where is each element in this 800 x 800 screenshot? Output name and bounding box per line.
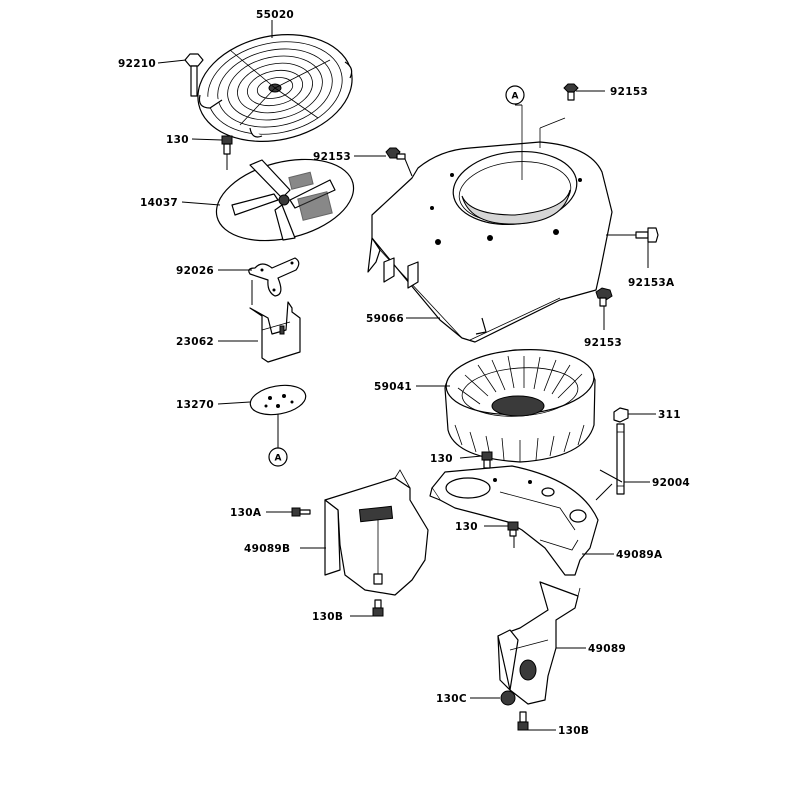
- bolt-92153A[interactable]: [635, 227, 659, 243]
- label-13270: 13270: [176, 399, 214, 411]
- label-130B-right: 130B: [558, 725, 589, 737]
- label-14037: 14037: [140, 197, 178, 209]
- cooling-fan-59041[interactable]: [444, 345, 596, 463]
- bracket-23062[interactable]: [249, 301, 301, 363]
- fan-housing-59066[interactable]: [367, 105, 613, 343]
- label-92004: 92004: [652, 477, 690, 489]
- bolt-130B-right[interactable]: [517, 711, 529, 731]
- ref-letter-bottom: A: [275, 454, 282, 464]
- label-23062: 23062: [176, 336, 214, 348]
- label-49089A: 49089A: [616, 549, 663, 561]
- bolt-130-mid[interactable]: [481, 451, 493, 469]
- fan-plate-14037[interactable]: [208, 146, 362, 254]
- label-130C: 130C: [436, 693, 467, 705]
- label-311: 311: [658, 409, 681, 421]
- label-92153A: 92153A: [628, 277, 675, 289]
- label-130-mid: 130: [430, 453, 453, 465]
- label-92210: 92210: [118, 58, 156, 70]
- baffle-49089[interactable]: [497, 581, 581, 705]
- label-130-lower: 130: [455, 521, 478, 533]
- label-130-top: 130: [166, 134, 189, 146]
- label-49089: 49089: [588, 643, 626, 655]
- bolt-130C[interactable]: [500, 690, 516, 706]
- bolt-92153-left[interactable]: [385, 147, 406, 160]
- label-92153-left: 92153: [313, 151, 351, 163]
- fan-blades: [457, 355, 583, 405]
- bolt-92210[interactable]: [184, 53, 204, 97]
- label-130A: 130A: [230, 507, 262, 519]
- plate-92026[interactable]: [248, 257, 300, 297]
- label-130B-left: 130B: [312, 611, 343, 623]
- bolt-130B-left[interactable]: [372, 599, 384, 617]
- ref-circle-bottom: A: [268, 447, 288, 467]
- fan-guard-55020[interactable]: [188, 21, 362, 155]
- label-59041: 59041: [374, 381, 412, 393]
- label-92153-right: 92153: [584, 337, 622, 349]
- fan-mesh: [288, 171, 333, 221]
- ref-letter-top: A: [512, 92, 519, 102]
- bolt-130-lower[interactable]: [507, 521, 519, 537]
- nut-311[interactable]: [613, 407, 629, 423]
- bolt-130-top[interactable]: [221, 135, 233, 155]
- label-92153-top: 92153: [610, 86, 648, 98]
- leader-lines: [157, 20, 656, 731]
- plate-13270[interactable]: [248, 381, 308, 418]
- baffle-49089B[interactable]: [324, 469, 429, 596]
- bolt-130A[interactable]: [291, 507, 311, 517]
- fan-fins: [454, 424, 585, 462]
- label-55020: 55020: [256, 9, 294, 21]
- part-labels: 55020 92210 130 14037 92026 23062 13270 …: [118, 9, 690, 737]
- label-49089B: 49089B: [244, 543, 290, 555]
- ref-circle-top: A: [505, 85, 525, 105]
- label-92026: 92026: [176, 265, 214, 277]
- bolt-92153-top[interactable]: [563, 83, 579, 101]
- stud-92004[interactable]: [616, 423, 625, 495]
- bolt-92153-right[interactable]: [595, 287, 613, 307]
- label-59066: 59066: [366, 313, 404, 325]
